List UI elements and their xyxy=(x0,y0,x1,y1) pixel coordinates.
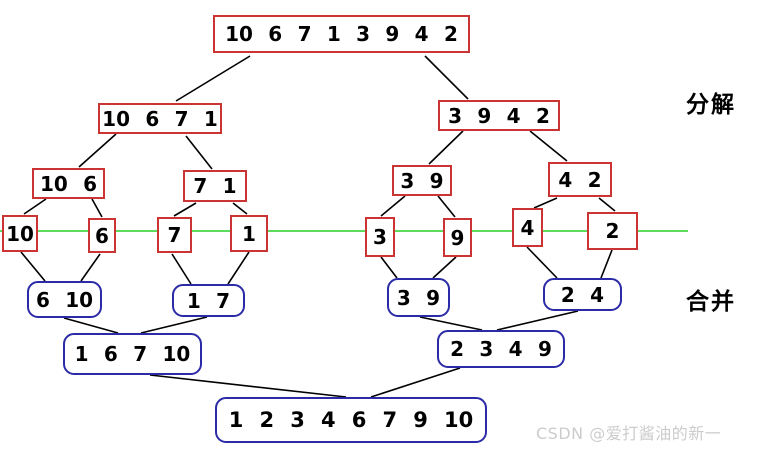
node-right-half: 3 9 4 2 xyxy=(438,100,560,131)
node-single-4: 4 xyxy=(512,208,543,247)
node-left-half: 10 6 7 1 xyxy=(98,103,222,134)
node-merged-1-7: 1 7 xyxy=(172,284,245,317)
node-pair-4-2: 4 2 xyxy=(548,162,612,197)
node-merged-2-3-4-9: 2 3 4 9 xyxy=(437,330,565,368)
node-single-9: 9 xyxy=(443,218,472,257)
node-sorted-result: 1 2 3 4 6 7 9 10 xyxy=(215,397,487,443)
node-merged-2-4: 2 4 xyxy=(543,278,622,311)
node-single-10: 10 xyxy=(2,215,38,252)
node-root-array: 10 6 7 1 3 9 4 2 xyxy=(213,15,470,53)
node-single-3: 3 xyxy=(365,217,395,257)
node-merged-1-6-7-10: 1 6 7 10 xyxy=(63,333,202,375)
node-single-7: 7 xyxy=(157,217,192,253)
csdn-watermark: CSDN @爱打酱油的新一 xyxy=(536,424,722,443)
merge-connectors xyxy=(20,246,613,398)
node-single-1: 1 xyxy=(230,215,268,252)
node-single-2: 2 xyxy=(587,212,638,250)
merge-phase-label: 合并 xyxy=(686,289,736,315)
node-single-6: 6 xyxy=(88,218,116,253)
decompose-connectors xyxy=(23,55,616,218)
node-merged-3-9: 3 9 xyxy=(387,278,450,317)
node-pair-7-1: 7 1 xyxy=(183,170,247,202)
node-merged-6-10: 6 10 xyxy=(27,281,102,318)
node-pair-3-9: 3 9 xyxy=(392,165,452,196)
node-pair-10-6: 10 6 xyxy=(32,168,105,199)
decompose-phase-label: 分解 xyxy=(686,92,736,118)
